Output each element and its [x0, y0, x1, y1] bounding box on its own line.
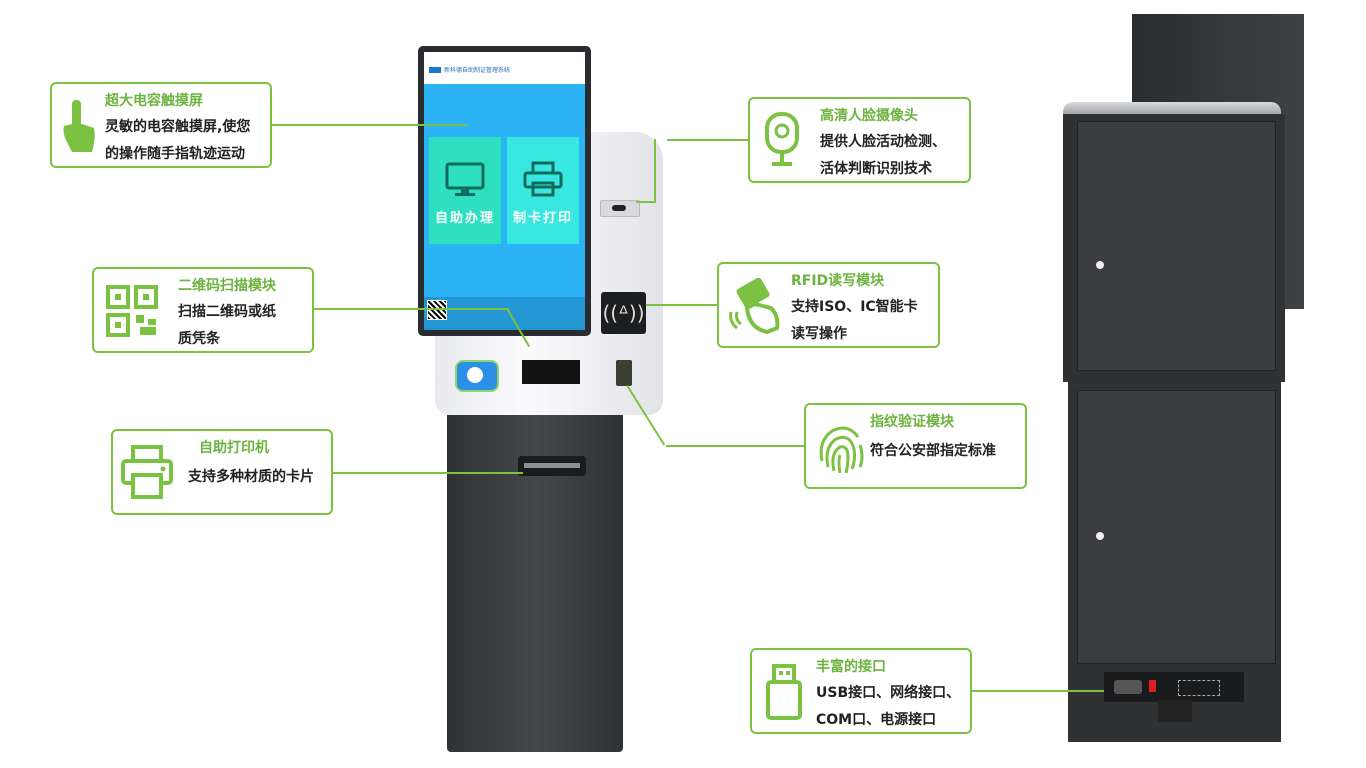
fingerprint-sensor	[616, 360, 632, 386]
screen-logo-icon	[429, 67, 441, 73]
fingerprint-icon	[819, 426, 864, 474]
callout-camera: 高清人脸摄像头 提供人脸活动检测、 活体判断识别技术	[748, 97, 971, 183]
usb-icon	[766, 664, 802, 720]
tile-self-service-label: 自助办理	[435, 211, 496, 226]
kiosk-screen[interactable]: 新科德自助制证管理系统 自助办理 制卡打印	[424, 52, 585, 330]
screen-app-title: 新科德自助制证管理系统	[444, 67, 511, 74]
leader-rfid	[646, 304, 718, 306]
callout-rfid-title: RFID读写模块	[791, 273, 885, 289]
com-port	[1114, 680, 1142, 694]
callout-touchscreen-line-1: 灵敏的电容触摸屏,使您	[105, 119, 251, 135]
leader-camera-h	[636, 201, 656, 203]
upper-door-lock	[1096, 261, 1104, 269]
callout-ports-line-1: USB接口、网络接口、	[816, 685, 961, 701]
tile-self-service[interactable]: 自助办理	[429, 137, 501, 244]
callout-touchscreen-title: 超大电容触摸屏	[105, 93, 203, 109]
back-base	[1158, 700, 1192, 722]
camera-icon	[765, 112, 799, 166]
callout-printer: 自助打印机 支持多种材质的卡片	[111, 429, 333, 515]
rfid-reader: ((ᐞ))	[601, 292, 646, 334]
callout-printer-line-1: 支持多种材质的卡片	[188, 469, 314, 485]
printer-icon	[121, 445, 173, 499]
leader-ports	[972, 690, 1104, 692]
qr-code-icon	[106, 285, 158, 337]
callout-camera-line-1: 提供人脸活动检测、	[820, 134, 946, 150]
callout-ports-line-2: COM口、电源接口	[816, 712, 937, 728]
hand-touch-icon	[63, 100, 95, 152]
receipt-slot	[522, 360, 580, 384]
leader-fingerprint	[666, 445, 806, 447]
callout-camera-title: 高清人脸摄像头	[820, 108, 918, 124]
leader-qr	[314, 308, 509, 310]
callout-ports: 丰富的接口 USB接口、网络接口、 COM口、电源接口	[750, 648, 972, 734]
tile-card-print[interactable]: 制卡打印	[507, 137, 579, 244]
back-lower-door	[1077, 390, 1276, 664]
rfid-card-icon	[729, 278, 780, 335]
leader-touchscreen	[272, 124, 468, 126]
leader-camera-v	[654, 139, 656, 201]
callout-touchscreen-line-2: 的操作随手指轨迹运动	[105, 146, 245, 162]
callout-touchscreen: 超大电容触摸屏 灵敏的电容触摸屏,使您 的操作随手指轨迹运动	[50, 82, 272, 168]
printer-icon	[523, 161, 563, 197]
callout-rfid: RFID读写模块 支持ISO、IC智能卡 读写操作	[717, 262, 940, 348]
callout-qr: 二维码扫描模块 扫描二维码或纸 质凭条	[92, 267, 314, 353]
screen-footer	[424, 297, 585, 330]
usb-ports	[1178, 680, 1220, 696]
leader-printer	[333, 472, 523, 474]
callout-fingerprint-line-1: 符合公安部指定标准	[870, 443, 996, 459]
callout-qr-title: 二维码扫描模块	[178, 278, 276, 294]
callout-fingerprint-title: 指纹验证模块	[870, 414, 954, 430]
callout-qr-line-1: 扫描二维码或纸	[178, 304, 276, 320]
card-output-slot-gap	[524, 463, 580, 468]
leader-camera	[667, 139, 749, 141]
callout-rfid-line-2: 读写操作	[791, 326, 847, 342]
callout-qr-line-2: 质凭条	[178, 331, 220, 347]
callout-printer-title: 自助打印机	[199, 440, 269, 456]
screen-qr-code-icon	[427, 300, 447, 320]
monitor-icon	[445, 162, 485, 196]
tile-card-print-label: 制卡打印	[513, 211, 574, 226]
callout-rfid-line-1: 支持ISO、IC智能卡	[791, 299, 918, 315]
camera-lens	[612, 205, 626, 211]
back-upper-door	[1077, 121, 1276, 371]
screen-header	[424, 52, 585, 84]
callout-fingerprint: 指纹验证模块 符合公安部指定标准	[804, 403, 1027, 489]
back-top-cap	[1063, 102, 1281, 116]
callout-camera-line-2: 活体判断识别技术	[820, 161, 932, 177]
callout-ports-title: 丰富的接口	[816, 659, 886, 675]
qr-scanner-lens	[467, 367, 483, 383]
power-switch	[1149, 680, 1156, 692]
lower-door-lock	[1096, 532, 1104, 540]
